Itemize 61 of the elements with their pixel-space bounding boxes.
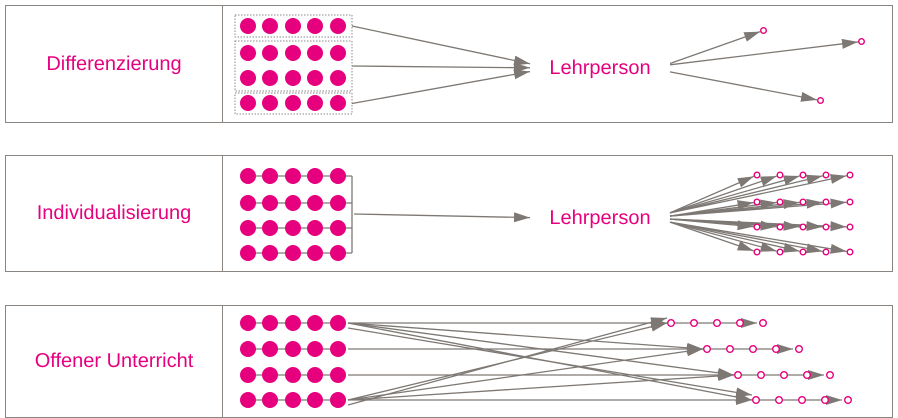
arrow: [670, 199, 800, 217]
target-circle: [846, 198, 854, 206]
target-circle: [800, 198, 806, 206]
row-label: Offener Unterricht: [34, 350, 194, 373]
arrow: [670, 218, 754, 230]
target-circle: [846, 172, 854, 178]
target-circle: [846, 224, 854, 230]
arrow: [670, 221, 754, 252]
row-label-cell: [5, 5, 223, 123]
target-circle: [800, 172, 806, 178]
dot-row-drawing: [240, 315, 346, 331]
dotted-group-box: [234, 40, 352, 92]
target-circle: [822, 224, 830, 230]
row-label-cell: [5, 155, 223, 272]
arrow: [670, 176, 777, 214]
row-label: Individualisierung: [36, 202, 192, 225]
target-circle: [800, 248, 806, 256]
row-label-cell: [5, 305, 223, 418]
target-circle: [858, 38, 865, 45]
arrow: [670, 200, 754, 217]
dot-row-drawing: [240, 392, 346, 408]
arrow: [670, 221, 800, 253]
target-circle: [822, 248, 830, 256]
target-circle: [800, 224, 806, 230]
node-label: Lehrperson: [530, 54, 670, 82]
dot-grid-drawing: [240, 168, 353, 261]
arrow: [348, 346, 704, 401]
target-circle: [822, 172, 830, 178]
arrow: [670, 218, 847, 232]
target-circle: [776, 248, 784, 256]
circle-chain-drawing: [734, 370, 834, 380]
arrow: [352, 25, 530, 66]
circle-chain-drawing: [667, 318, 767, 328]
target-circle: [776, 224, 784, 230]
target-circle: [822, 198, 830, 206]
arrow: [670, 176, 754, 214]
target-circle: [754, 248, 760, 256]
circle-chain-drawing: [752, 395, 852, 405]
target-circle: [754, 198, 760, 206]
target-circle: [760, 27, 767, 34]
row-label: Differenzierung: [46, 52, 182, 76]
arrow: [670, 31, 760, 64]
arrow: [352, 69, 530, 104]
target-circle: [776, 198, 784, 206]
arrow: [354, 212, 530, 222]
arrow: [670, 71, 818, 102]
dot-row-drawing: [240, 341, 346, 357]
arrow: [670, 38, 858, 66]
arrow: [352, 62, 530, 73]
dot-row-drawing: [240, 367, 346, 383]
dotted-group-box: [234, 92, 352, 114]
target-circle: [754, 224, 760, 230]
dotted-group-box: [234, 14, 352, 38]
arrow: [348, 322, 734, 378]
target-circle: [776, 172, 784, 178]
node-label: Lehrperson: [530, 204, 670, 232]
target-circle: [754, 172, 760, 178]
circle-chain-drawing: [703, 344, 803, 354]
arrow: [348, 371, 734, 401]
target-circle: [817, 97, 824, 104]
target-circle: [846, 248, 854, 256]
